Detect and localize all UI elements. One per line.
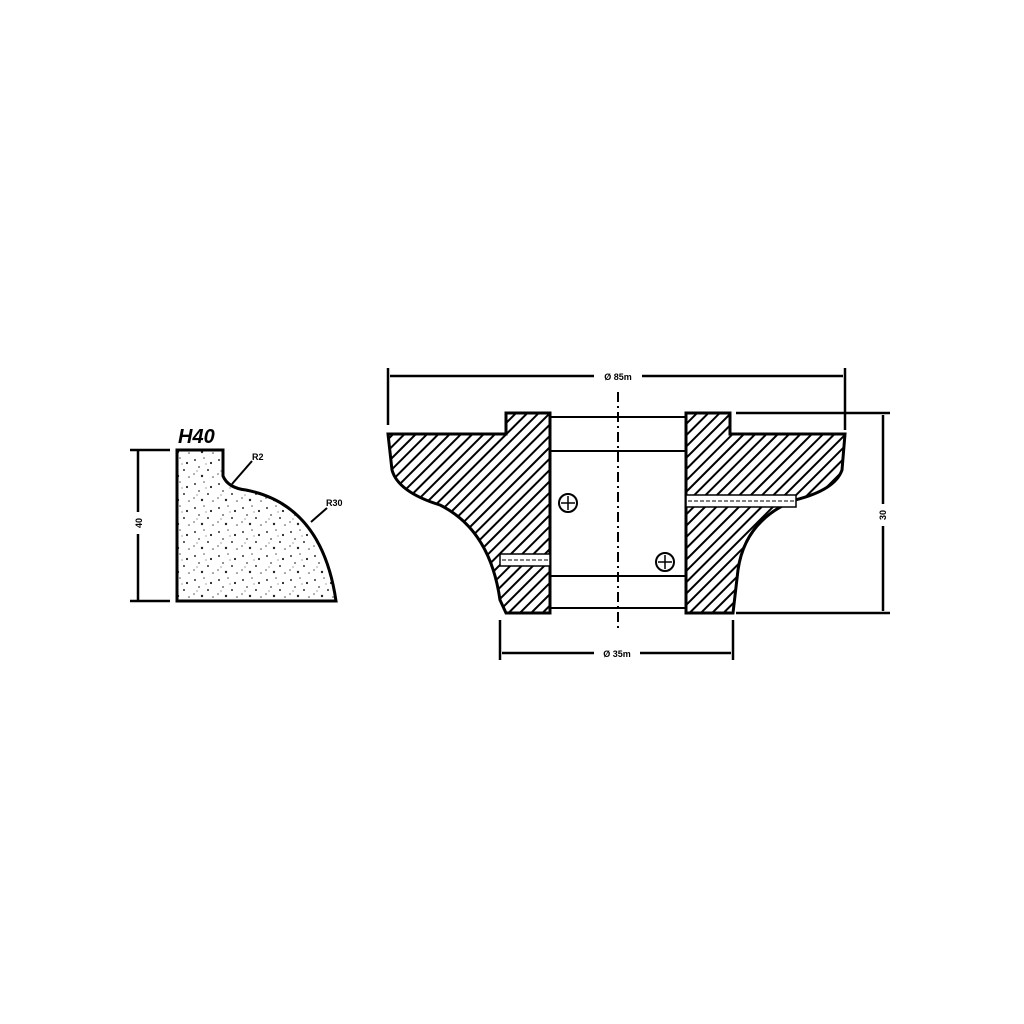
coolant-channel-left [499, 553, 551, 567]
section-height-label: 30 [878, 510, 888, 520]
bore-diameter-label: Ø 35m [603, 649, 631, 659]
leader-small-radius [231, 460, 253, 485]
outer-diameter-label: Ø 85m [604, 372, 632, 382]
profile-view: H40 40 R2 R30 [130, 426, 343, 603]
section-view: Ø 85m 30 [386, 368, 892, 661]
leader-large-radius [310, 507, 328, 523]
large-radius-label: R30 [326, 498, 343, 508]
profile-title: H40 [178, 426, 215, 448]
small-radius-label: R2 [252, 452, 264, 462]
set-screw-icon [655, 552, 675, 572]
grinding-profile-shape [175, 448, 338, 603]
coolant-channel-right [685, 494, 797, 508]
section-left-half [386, 411, 552, 615]
section-right-half [684, 411, 847, 615]
set-screw-icon [558, 493, 578, 513]
profile-height-label: 40 [134, 518, 144, 528]
